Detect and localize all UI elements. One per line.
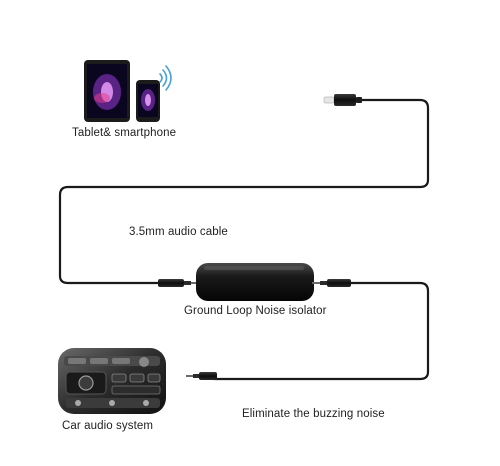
car-audio-plug	[186, 372, 217, 380]
ground-loop-isolator-body	[196, 263, 314, 301]
devices-label: Tablet& smartphone	[72, 127, 177, 139]
benefit-label: Eliminate the buzzing noise	[242, 408, 385, 420]
isolator-label: Ground Loop Noise isolator	[184, 305, 327, 317]
left-audio-plug	[158, 279, 199, 287]
cable-label: 3.5mm audio cable	[129, 226, 228, 238]
tablet-icon	[84, 60, 130, 122]
car-audio-label: Car audio system	[62, 420, 154, 432]
right-audio-plug	[312, 279, 351, 287]
lightning-cable	[58, 98, 430, 285]
wireless-signal-icon	[159, 65, 172, 91]
output-cable	[214, 281, 430, 381]
tablet-and-smartphone-image	[80, 58, 180, 128]
smartphone-icon	[136, 80, 160, 122]
car-audio-panel-icon	[58, 348, 166, 414]
lightning-connector	[323, 94, 362, 106]
